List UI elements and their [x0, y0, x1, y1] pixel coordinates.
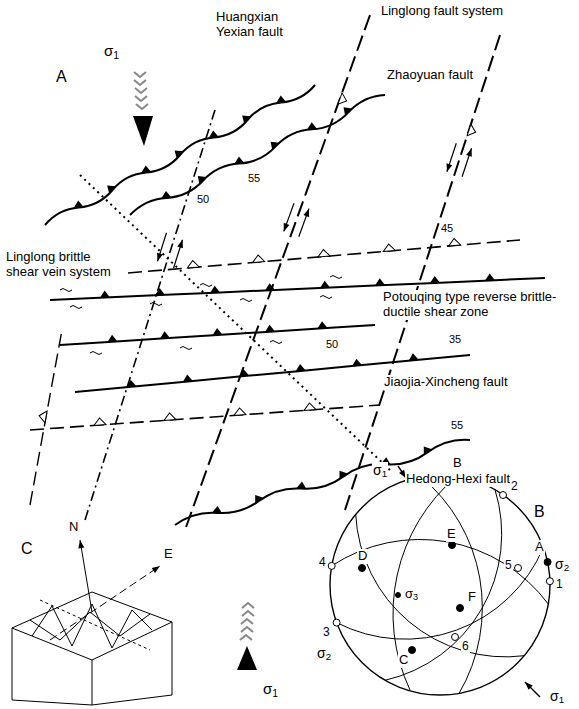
- panel-letter: A: [55, 68, 68, 86]
- point-label: F: [467, 590, 477, 605]
- stress-label: σ2: [554, 556, 570, 572]
- subscript: 1: [272, 687, 278, 699]
- fault-name: Potouqing type reverse brittle-ductile s…: [382, 290, 576, 320]
- stereonet: [330, 466, 550, 697]
- fault-name: Huangxian Yexian fault: [215, 10, 312, 40]
- pole-points: [328, 473, 553, 654]
- point-label: 4: [318, 556, 327, 570]
- point-label: B: [452, 456, 463, 471]
- dip-value: 35: [448, 333, 462, 346]
- fault-name: Jiaojia-Xincheng fault: [383, 375, 509, 390]
- point-label: 3: [322, 626, 331, 640]
- axis-label: E: [163, 547, 174, 562]
- fault-name: Zhaoyuan fault: [386, 68, 474, 83]
- dip-value: 55: [450, 419, 464, 432]
- axis-label: N: [68, 520, 79, 535]
- subscript: 1: [113, 49, 119, 61]
- subscript: 1: [382, 468, 387, 479]
- dip-value: 50: [196, 193, 210, 206]
- subscript: 1: [559, 694, 564, 705]
- panel-letter: C: [20, 540, 34, 558]
- point-label: 6: [461, 640, 470, 654]
- fault-name: Linglong brittle shear vein system: [5, 250, 125, 280]
- subscript: 2: [564, 562, 569, 573]
- point-label: 2: [510, 480, 519, 494]
- point-label: A: [534, 540, 545, 555]
- point-label: C: [398, 653, 409, 668]
- stress-label: σ2: [316, 645, 332, 661]
- fault-name: Linglong fault system: [380, 4, 504, 19]
- stress-label: σ1: [103, 42, 120, 59]
- point-label: D: [357, 549, 368, 564]
- dip-value: 50: [325, 338, 339, 351]
- subscript: 3: [413, 592, 418, 602]
- stress-label: σ1: [372, 462, 388, 478]
- panel-letter: B: [533, 503, 546, 521]
- stress-label: σ1: [262, 680, 279, 697]
- block-sketch: [12, 540, 172, 705]
- point-label: E: [446, 527, 457, 542]
- subscript: 2: [326, 651, 331, 662]
- point-label: 1: [555, 578, 564, 592]
- dip-value: 45: [440, 222, 454, 235]
- point-label: 5: [504, 559, 513, 573]
- stress-label: σ1: [549, 688, 565, 704]
- stress-label: σ3: [404, 587, 419, 602]
- fault-name: Hedong-Hexi fault: [405, 472, 511, 487]
- stress-arrow: [133, 72, 257, 670]
- dip-value: 55: [247, 172, 261, 185]
